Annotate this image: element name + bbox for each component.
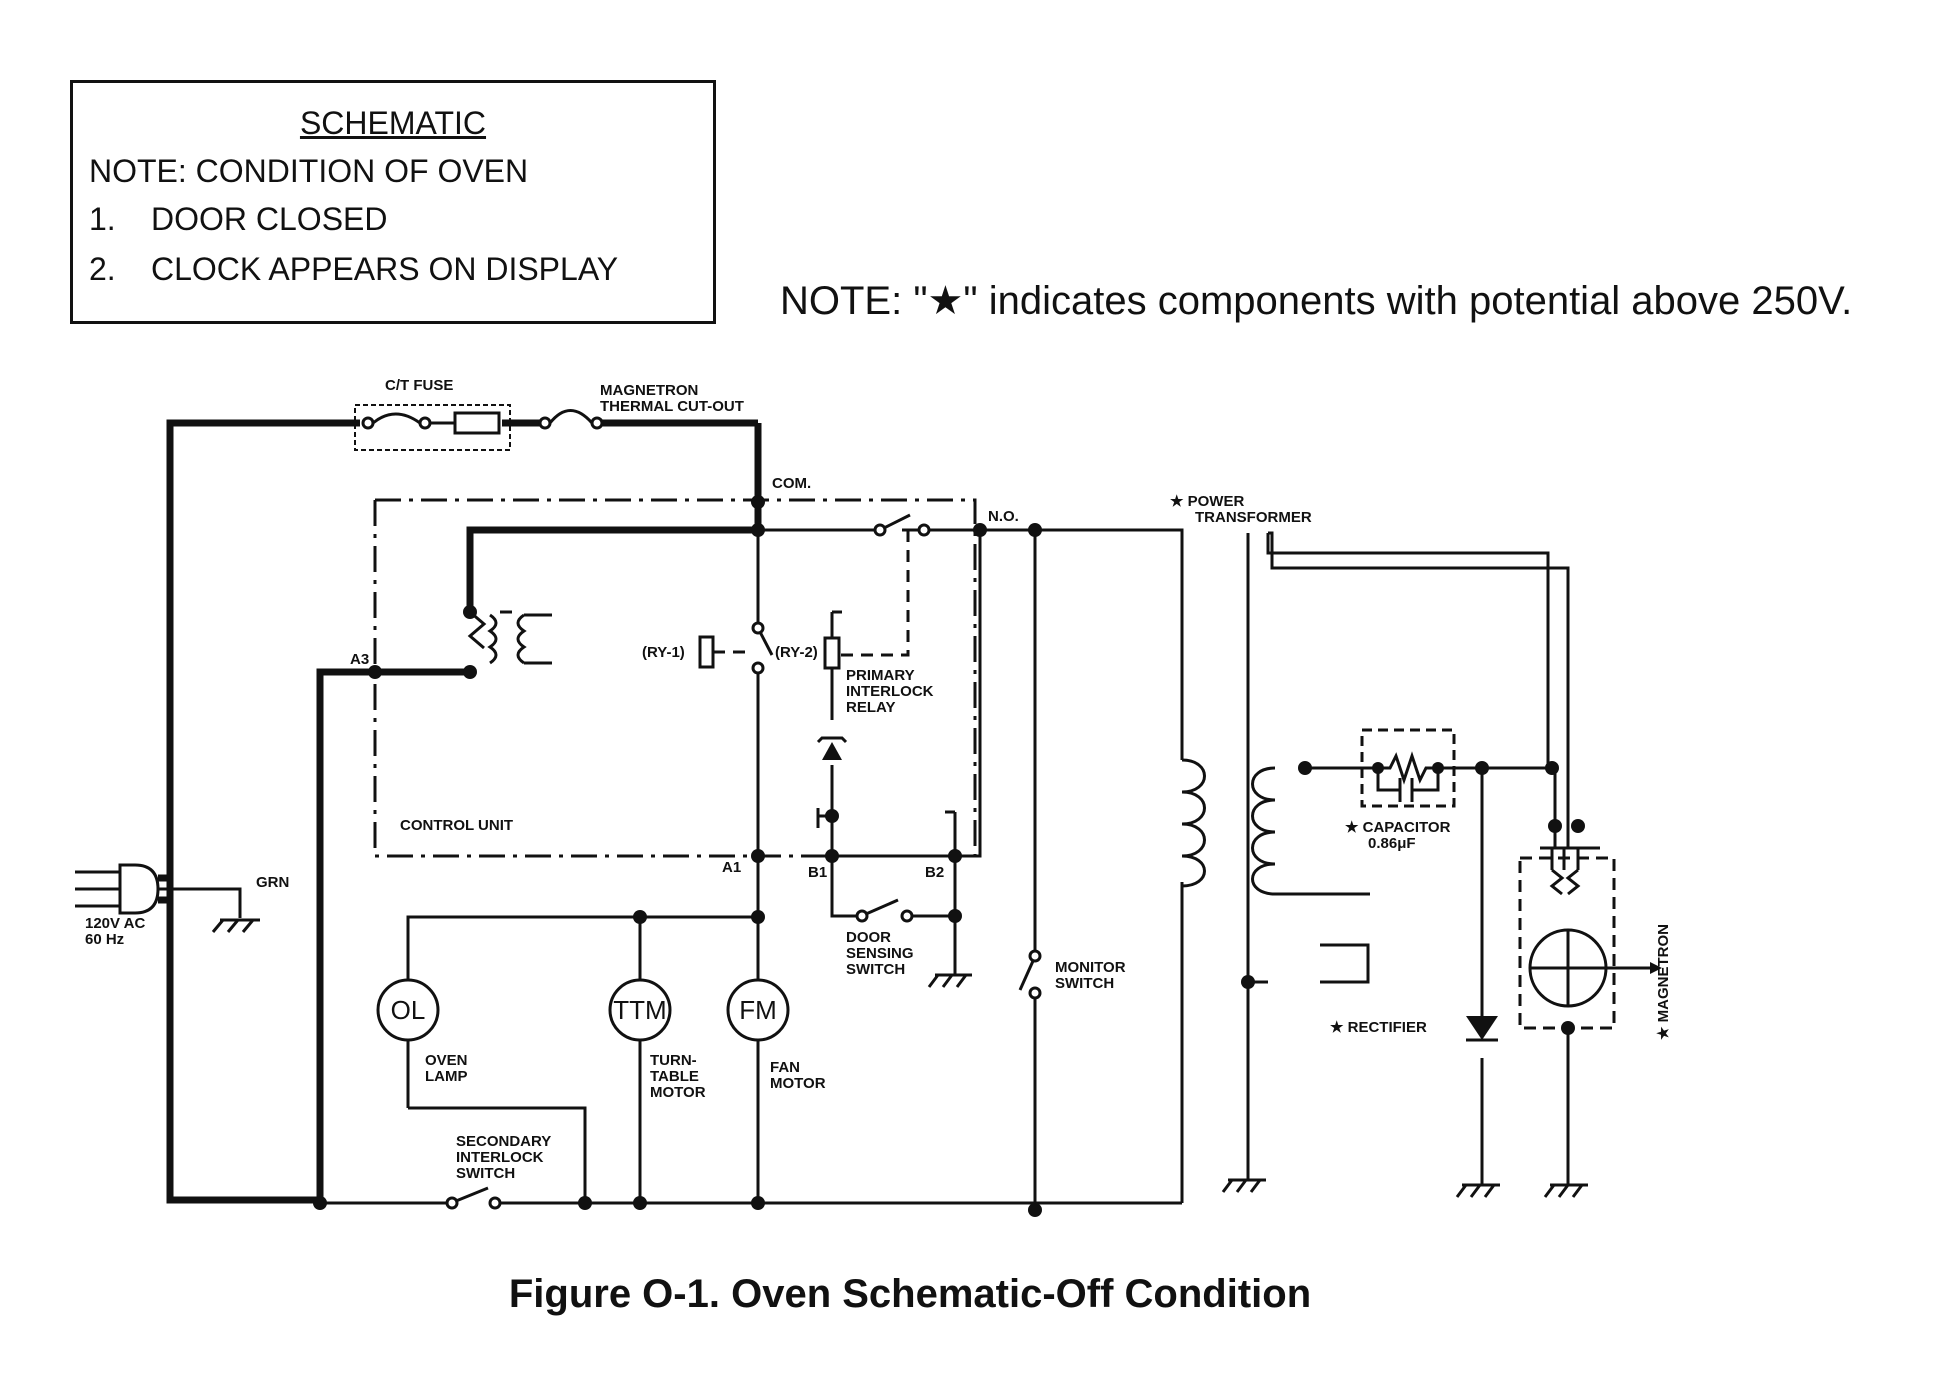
schematic-note-box: SCHEMATIC NOTE: CONDITION OF OVEN 1. DOOR… <box>70 80 716 324</box>
oven-lamp-label-2: LAMP <box>425 1068 468 1085</box>
turntable-motor: TTM <box>608 978 672 1042</box>
door-switch-label-3: SWITCH <box>846 961 905 978</box>
monitor-switch-label-2: SWITCH <box>1055 975 1114 992</box>
no-label: N.O. <box>988 508 1019 525</box>
note-item-2-text: CLOCK APPEARS ON DISPLAY <box>151 251 619 287</box>
note-item-1-text: DOOR CLOSED <box>151 201 388 237</box>
ry2-label: (RY-2) <box>775 644 818 661</box>
note-box-title: SCHEMATIC <box>299 105 487 141</box>
power-transformer-label-1: ★ POWER <box>1170 493 1244 510</box>
supply-label-1: 120V AC <box>85 915 145 932</box>
monitor-switch <box>1018 949 1042 1000</box>
note-item-1-number: 1. <box>89 201 116 237</box>
b2-label: B2 <box>925 864 944 881</box>
oven-lamp: OL <box>376 978 440 1042</box>
fan-motor-label-2: MOTOR <box>770 1075 826 1092</box>
figure-caption: Figure O-1. Oven Schematic-Off Condition <box>508 1272 1312 1316</box>
zener-diode <box>816 736 848 760</box>
relay-contact-no <box>840 513 931 657</box>
oven-lamp-symbol: OL <box>391 995 426 1025</box>
fan-motor: FM <box>726 978 790 1042</box>
primary-relay-label-1: PRIMARY <box>846 667 915 684</box>
turntable-motor-symbol: TTM <box>613 995 666 1025</box>
magnetron <box>1518 846 1662 1030</box>
fan-motor-symbol: FM <box>739 995 777 1025</box>
turntable-label-3: MOTOR <box>650 1084 706 1101</box>
oven-lamp-label-1: OVEN <box>425 1052 468 1069</box>
control-transformer <box>467 610 552 665</box>
capacitor-label-2: 0.86μF <box>1368 835 1416 852</box>
ct-fuse-label: C/T FUSE <box>385 377 453 394</box>
control-unit-outline <box>373 498 977 858</box>
secondary-interlock-switch <box>445 1186 502 1210</box>
com-label: COM. <box>772 475 811 492</box>
hv-capacitor <box>1360 728 1456 808</box>
monitor-switch-label-1: MONITOR <box>1055 959 1126 976</box>
fan-motor-label-1: FAN <box>770 1059 800 1076</box>
ct-fuse <box>354 404 511 451</box>
door-switch-label-2: SENSING <box>846 945 914 962</box>
note-item-1: 1. DOOR CLOSED <box>89 201 387 238</box>
grn-label: GRN <box>256 874 289 891</box>
door-sensing-switch <box>855 898 972 988</box>
secondary-switch-label-3: SWITCH <box>456 1165 515 1182</box>
secondary-switch-label-1: SECONDARY <box>456 1133 551 1150</box>
capacitor-label-1: ★ CAPACITOR <box>1345 819 1451 836</box>
primary-relay-label-2: INTERLOCK <box>846 683 934 700</box>
door-switch-label-1: DOOR <box>846 929 891 946</box>
junction-dots <box>313 495 1585 1217</box>
turntable-label-1: TURN- <box>650 1052 697 1069</box>
control-unit-label: CONTROL UNIT <box>400 817 513 834</box>
primary-relay-label-3: RELAY <box>846 699 895 716</box>
a3-label: A3 <box>350 651 369 668</box>
power-transformer <box>1181 533 1370 1193</box>
a1-label: A1 <box>722 859 741 876</box>
magnetron-thermal-cutout <box>538 409 604 430</box>
high-voltage-note: NOTE: "★" indicates components with pote… <box>780 279 1853 323</box>
supply-label-2: 60 Hz <box>85 931 124 948</box>
power-transformer-label-2: TRANSFORMER <box>1195 509 1312 526</box>
mag-cutout-label-1: MAGNETRON <box>600 382 698 399</box>
rectifier-label: ★ RECTIFIER <box>1330 1019 1427 1036</box>
hv-rectifier <box>1455 1016 1500 1198</box>
note-item-2: 2. CLOCK APPEARS ON DISPLAY <box>89 251 618 288</box>
mag-cutout-label-2: THERMAL CUT-OUT <box>600 398 744 415</box>
b1-label: B1 <box>808 864 827 881</box>
magnetron-ground <box>1543 1183 1588 1198</box>
note-condition-line: NOTE: CONDITION OF OVEN <box>89 153 529 189</box>
relay-ry2 <box>823 610 842 670</box>
note-item-2-number: 2. <box>89 251 116 287</box>
ry1-label: (RY-1) <box>642 644 685 661</box>
relay-ry1 <box>698 621 765 675</box>
power-plug <box>75 863 260 933</box>
magnetron-label: ★ MAGNETRON <box>1655 924 1672 1040</box>
secondary-switch-label-2: INTERLOCK <box>456 1149 544 1166</box>
turntable-label-2: TABLE <box>650 1068 699 1085</box>
